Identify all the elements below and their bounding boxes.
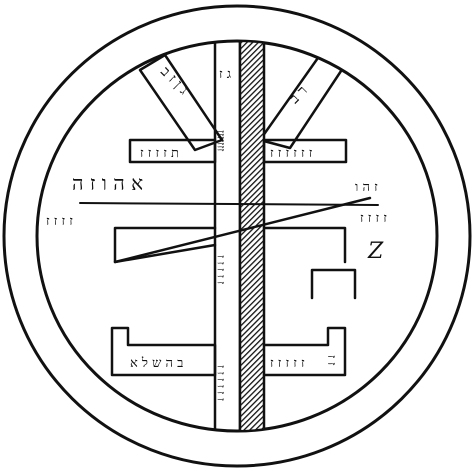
inscription-lower-right-side: ז ז [325,355,339,366]
inscription-right-small-word: ז ה ו [355,180,378,195]
middle-right-frame [264,228,345,262]
inscription-center-column-lower: ז ז ז ז ז [215,255,228,284]
inscription-upper-left-box: ת ז ז ז ז [140,146,179,161]
inscription-lower-right-box: ז ז ז ז ז [270,356,305,371]
middle-left-frame [115,228,215,262]
inscription-column-bottom: ז ז ז ז ז ז [215,365,228,401]
inscription-top-right-ray: ר ב [287,83,311,107]
inscription-right-z-glyph: Z [367,239,384,264]
right-step [312,270,355,298]
inscription-left-long-word: א ה ו ז ה [72,171,143,195]
inscription-center-column-upper: זזזזזזז [215,130,228,151]
outer-ring [4,6,470,466]
horizontal-rule [80,203,378,205]
inscription-right-middle-word: ז ז ז ז [360,211,387,226]
left-ray [140,55,222,150]
center-column-hatched [240,30,264,450]
inscription-lower-left-box: ב ה ש ל א [130,356,183,371]
inscription-top-left-ray: ג ן ז ב [157,64,191,98]
inscription-upper-right-box: ז ז ז ז ז ז [270,146,313,161]
inscription-top-center: ג ז [219,67,231,82]
inner-ring [37,41,437,431]
inscription-left-middle-word: ז ז ז ז [46,214,73,229]
